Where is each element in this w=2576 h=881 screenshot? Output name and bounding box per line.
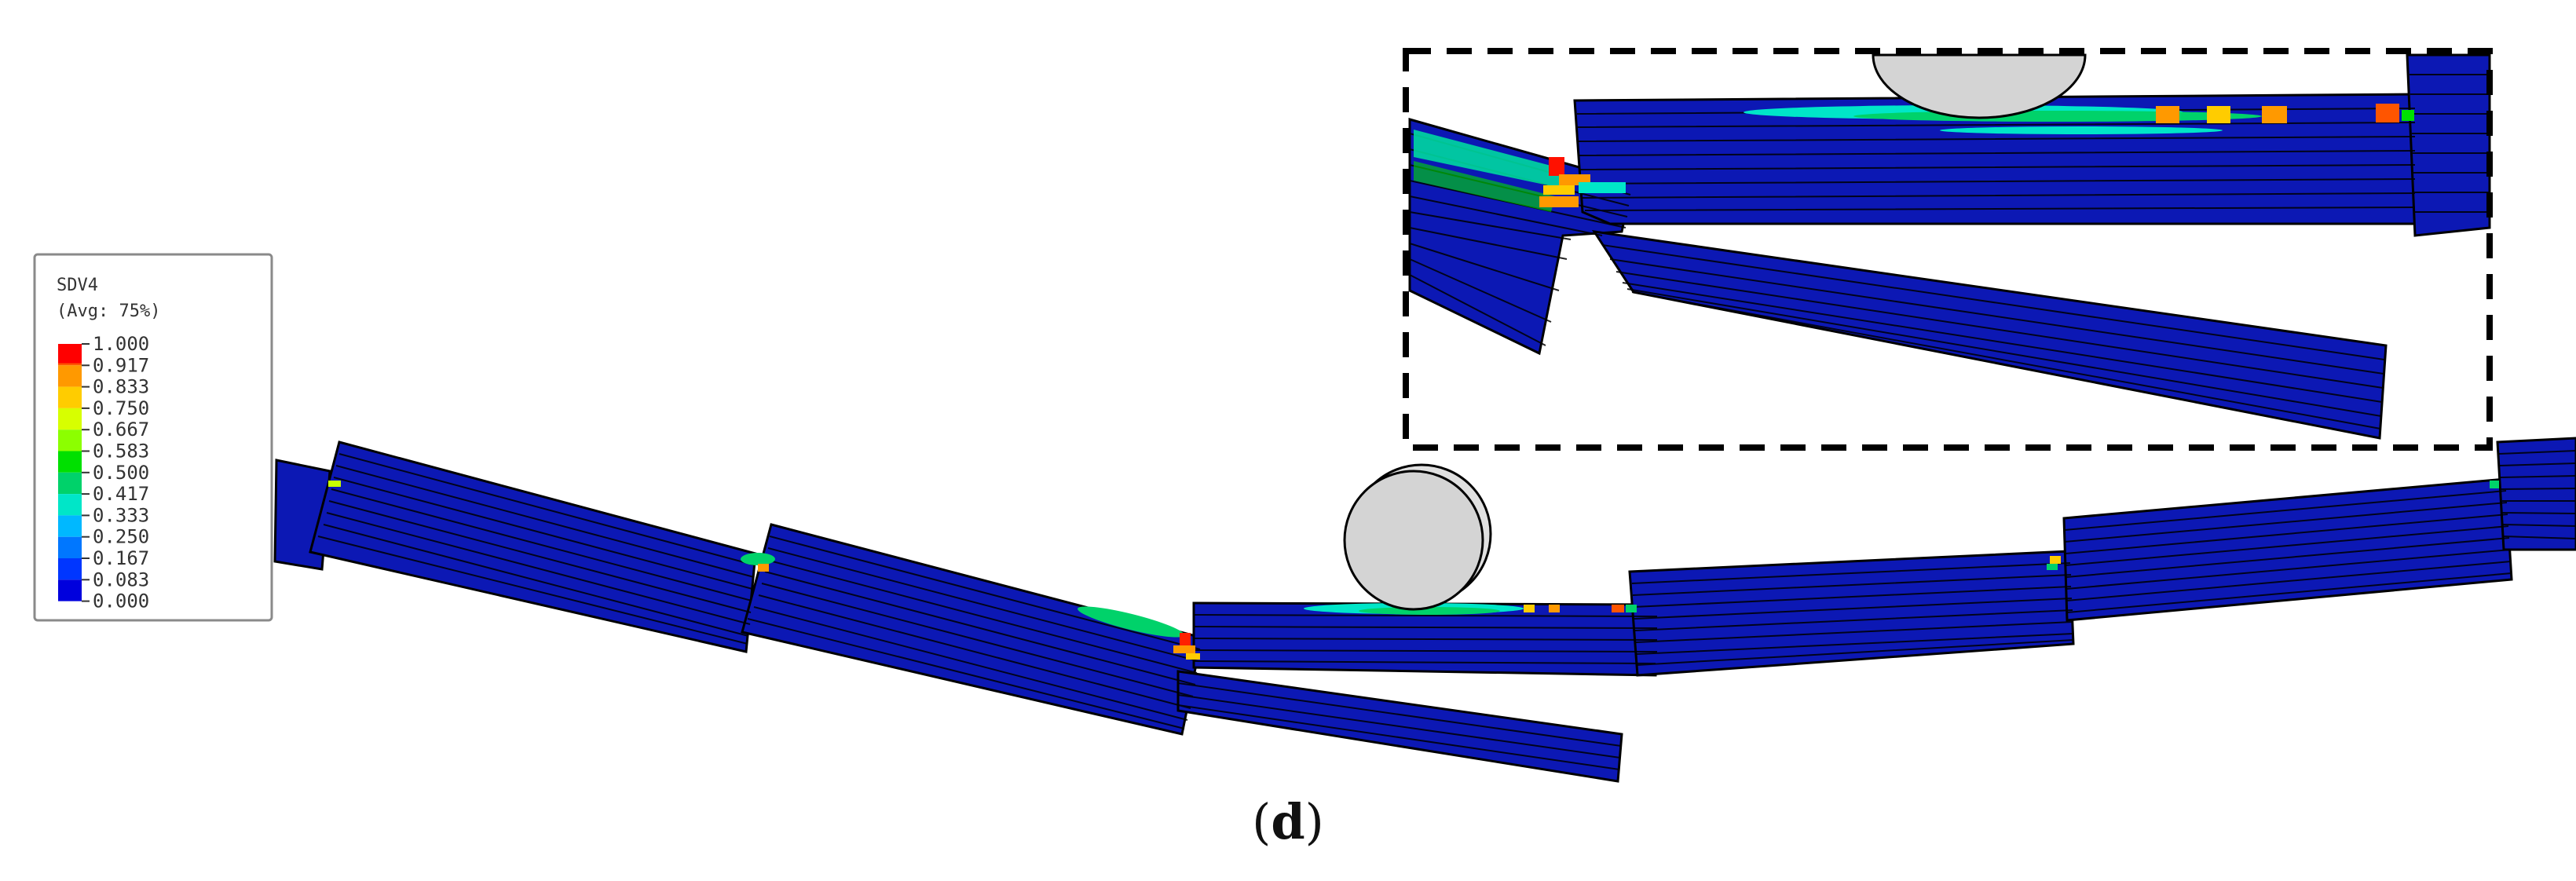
laminate-segment-right-edge — [2496, 437, 2576, 551]
hotspot — [1414, 161, 1555, 212]
hotspot — [1549, 157, 1564, 176]
inset-roller — [1872, 53, 2087, 119]
legend-swatch — [58, 558, 82, 580]
legend-swatch — [58, 451, 82, 473]
hotspot — [1539, 196, 1579, 207]
hotspot — [2402, 110, 2414, 121]
hotspot — [741, 553, 775, 565]
legend-swatch — [58, 408, 82, 430]
laminate-segment-1 — [309, 440, 757, 653]
legend-value: 0.833 — [93, 376, 149, 398]
legend-swatch — [58, 386, 82, 408]
figure-caption: (d) — [1252, 793, 1324, 850]
inset-frame — [1403, 48, 2493, 451]
legend-value: 0.083 — [93, 568, 149, 590]
hotspot — [1186, 653, 1200, 660]
legend-value: 0.250 — [93, 526, 149, 548]
hotspot — [1414, 130, 1563, 188]
hotspot — [1549, 605, 1560, 612]
legend-value: 0.750 — [93, 397, 149, 419]
legend-swatch — [58, 430, 82, 451]
hotspot — [1940, 126, 2223, 134]
hotspot — [2050, 556, 2061, 564]
legend-swatch — [58, 515, 82, 537]
damage-hotspots — [328, 481, 2499, 660]
legend-value: 0.917 — [93, 354, 149, 376]
legend-value: 0.333 — [93, 504, 149, 526]
hotspot — [2262, 106, 2287, 123]
roller — [1343, 470, 1484, 611]
hotspot — [2047, 564, 2058, 570]
legend-value: 0.583 — [93, 440, 149, 462]
legend-swatch — [58, 494, 82, 516]
laminate-segment-4 — [1628, 550, 2075, 677]
hotspot — [2376, 104, 2399, 122]
legend-value: 0.000 — [93, 590, 149, 612]
loading-roller — [1343, 463, 1492, 611]
caption-letter: d — [1271, 793, 1305, 850]
legend-box — [33, 253, 273, 622]
hotspot — [1180, 633, 1191, 649]
hotspot — [2490, 481, 2499, 488]
legend-value: 0.167 — [93, 547, 149, 569]
legend-averaging: (Avg: 75%) — [57, 302, 160, 321]
legend-swatch — [58, 579, 82, 601]
legend-swatch — [58, 365, 82, 387]
legend-variable: SDV4 — [57, 276, 98, 295]
hotspot — [1543, 185, 1575, 195]
hotspot — [1853, 111, 2262, 122]
laminate-segment-5 — [2062, 477, 2513, 622]
inset-ply-lines — [1409, 74, 2490, 430]
hotspot — [1078, 606, 1184, 638]
ply-lines — [317, 450, 2576, 770]
inset-delaminated-ply — [1591, 230, 2388, 440]
hotspot — [328, 481, 341, 487]
zoom-inset — [1403, 48, 2493, 451]
hotspot — [1579, 182, 1626, 193]
hotspot — [1524, 605, 1535, 612]
sdv4-legend: SDV4 (Avg: 75%) 1.0000.9170.8330.7500.66… — [33, 253, 273, 622]
hotspot — [1612, 605, 1624, 612]
legend-values: 1.0000.9170.8330.7500.6670.5830.5000.417… — [82, 333, 149, 612]
hotspot — [2156, 106, 2179, 123]
legend-value: 0.500 — [93, 462, 149, 484]
legend-swatch — [58, 536, 82, 558]
hotspot — [2207, 106, 2230, 123]
hotspot — [1173, 645, 1195, 653]
inset-damage-hotspots — [1414, 104, 2414, 212]
hotspot — [1359, 607, 1500, 615]
legend-value: 1.000 — [93, 333, 149, 355]
legend-swatch — [58, 344, 82, 364]
hotspot — [758, 564, 769, 572]
inset-segment-right — [2406, 53, 2491, 237]
hotspot — [1626, 605, 1637, 612]
legend-value: 0.667 — [93, 419, 149, 440]
legend-value: 0.417 — [93, 483, 149, 505]
legend-swatch — [58, 472, 82, 495]
legend-swatches — [58, 344, 82, 601]
